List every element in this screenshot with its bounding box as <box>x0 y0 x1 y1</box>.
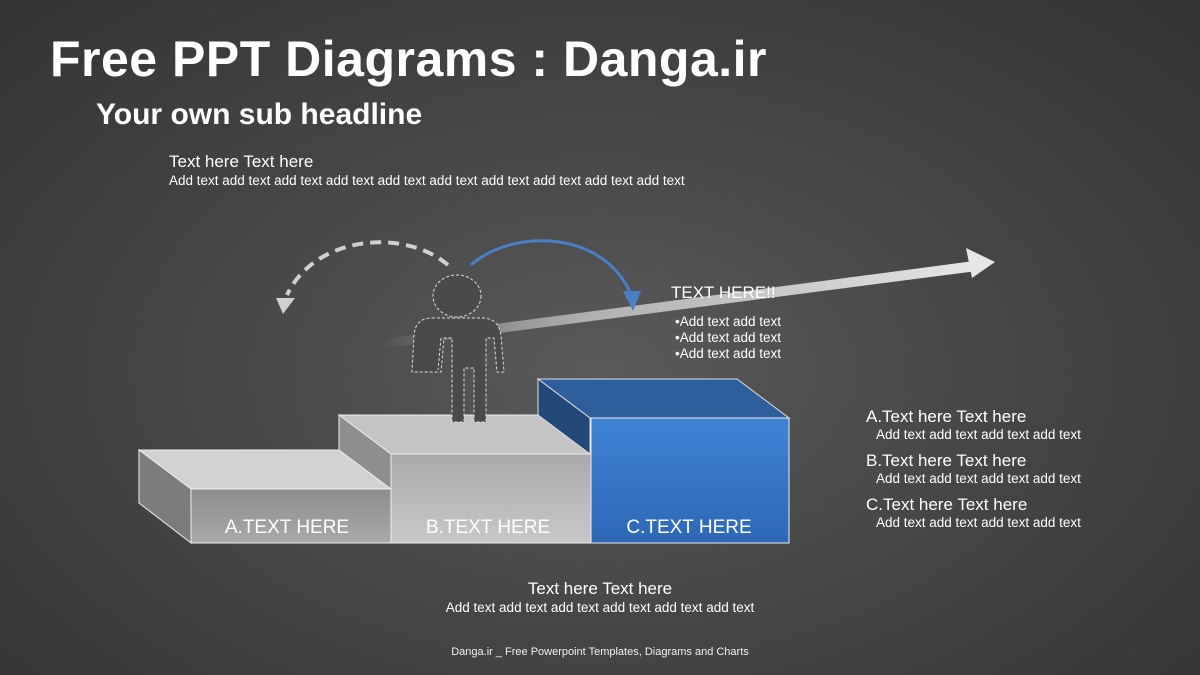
top-text-heading: Text here Text here <box>169 152 314 171</box>
footer-text: Danga.ir _ Free Powerpoint Templates, Di… <box>451 646 749 658</box>
top-text-body: Add text add text add text add text add … <box>169 173 685 188</box>
side-item-a-heading: A.Text here Text here <box>866 407 1027 426</box>
step-b-label: B.TEXT HERE <box>426 517 550 538</box>
callout-bullet-1: •Add text add text <box>675 314 782 329</box>
growth-arrow-icon <box>382 248 995 348</box>
slide-title: Free PPT Diagrams : Danga.ir <box>50 31 768 87</box>
step-a-block <box>137 449 393 545</box>
callout-bullet-3: •Add text add text <box>675 346 782 361</box>
side-item-c-heading: C.Text here Text here <box>866 495 1028 514</box>
side-item-c-body: Add text add text add text add text <box>876 515 1081 530</box>
step-c-block <box>536 378 791 544</box>
side-item-a: A.Text here Text here Add text add text … <box>866 407 1081 443</box>
callout-bullet-list: •Add text add text •Add text add text •A… <box>675 314 781 362</box>
side-list: A.Text here Text here Add text add text … <box>866 407 1081 539</box>
side-item-b-heading: B.Text here Text here <box>866 451 1027 470</box>
dashed-curved-arrow-icon <box>276 240 450 314</box>
callout-heading: TEXT HERE!! <box>671 283 776 302</box>
bottom-text-block: Text here Text here Add text add text ad… <box>0 579 1200 616</box>
step-c-label: C.TEXT HERE <box>626 517 751 538</box>
callout-bullet-2: •Add text add text <box>675 330 782 345</box>
step-a-label: A.TEXT HERE <box>225 517 349 538</box>
side-item-a-body: Add text add text add text add text <box>876 427 1081 442</box>
bottom-text-heading: Text here Text here <box>527 579 673 598</box>
slide-subtitle: Your own sub headline <box>96 98 423 131</box>
curved-arrow-icon <box>469 239 641 311</box>
side-item-c: C.Text here Text here Add text add text … <box>866 495 1081 531</box>
bottom-text-body: Add text add text add text add text add … <box>445 600 755 615</box>
step-b-block <box>337 414 593 544</box>
side-item-b-body: Add text add text add text add text <box>876 471 1081 486</box>
side-item-b: B.Text here Text here Add text add text … <box>866 451 1081 487</box>
person-icon <box>411 274 505 423</box>
